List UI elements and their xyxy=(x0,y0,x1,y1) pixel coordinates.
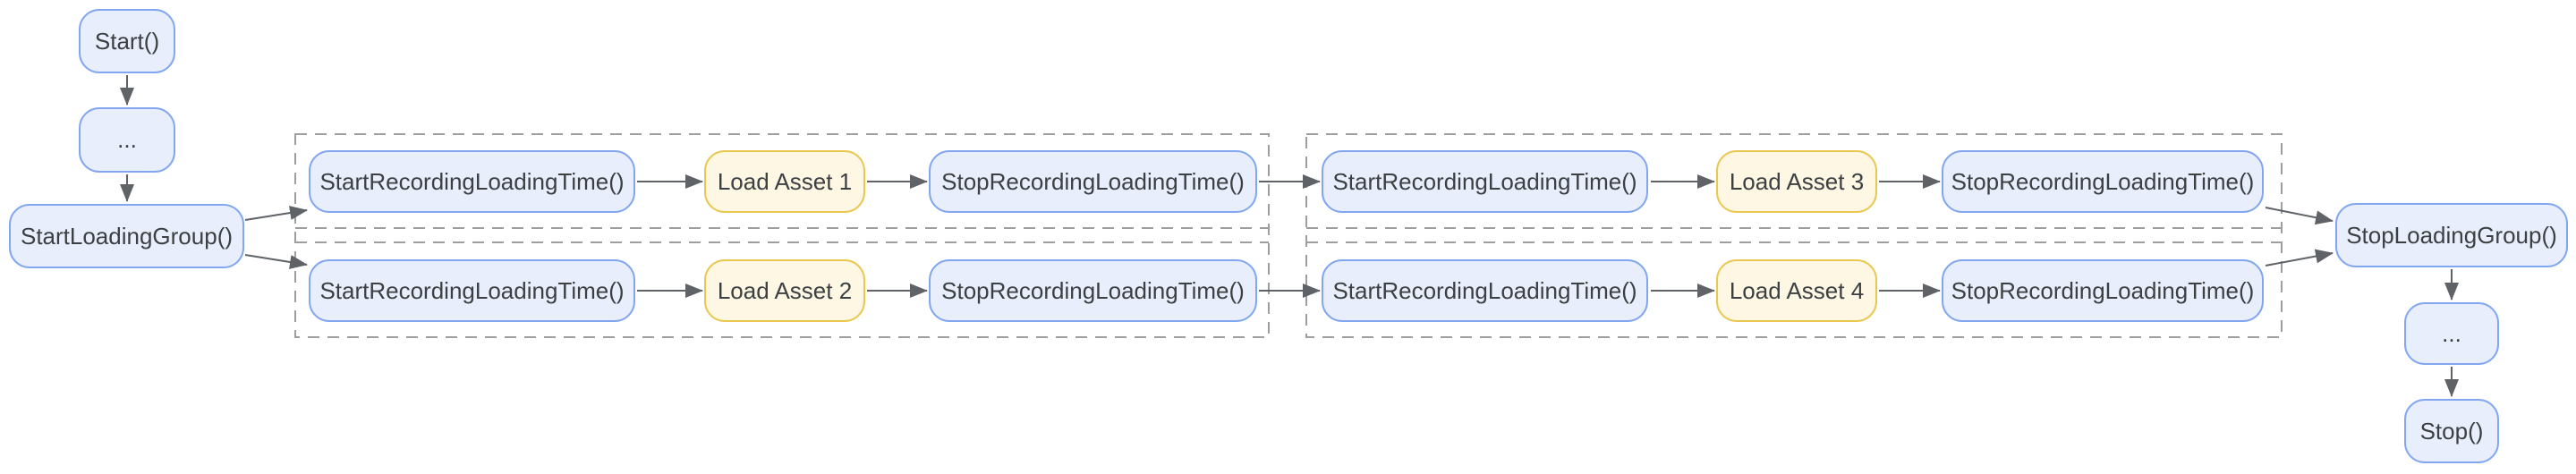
node-start-loading-group: StartLoadingGroup() xyxy=(9,204,244,268)
node-start-recording-g2-r1: StartRecordingLoadingTime() xyxy=(1322,150,1648,213)
node-stop: Stop() xyxy=(2404,399,2499,463)
node-ellipsis-top: ... xyxy=(79,107,175,173)
node-load-asset-3: Load Asset 3 xyxy=(1716,150,1877,213)
node-load-asset-2: Load Asset 2 xyxy=(704,259,865,322)
arrow-row2-to-stoploadinggroup xyxy=(2265,249,2334,267)
arrow-row1-to-stoploadinggroup xyxy=(2265,207,2334,225)
loading-group-1-border xyxy=(294,133,1270,338)
node-ellipsis-bottom: ... xyxy=(2404,302,2499,365)
loading-group-2-border xyxy=(1305,133,2283,338)
node-start: Start() xyxy=(79,9,175,73)
group-2-outline xyxy=(1305,133,2283,338)
node-load-asset-1: Load Asset 1 xyxy=(704,150,865,213)
node-start-recording-g2-r2: StartRecordingLoadingTime() xyxy=(1322,259,1648,322)
arrow-startloadinggroup-to-row1 xyxy=(244,206,308,221)
node-stop-recording-g2-r1: StopRecordingLoadingTime() xyxy=(1942,150,2264,213)
arrow-startloadinggroup-to-row2 xyxy=(244,254,308,269)
node-start-recording-g1-r2: StartRecordingLoadingTime() xyxy=(309,259,635,322)
node-load-asset-4: Load Asset 4 xyxy=(1716,259,1877,322)
node-stop-recording-g2-r2: StopRecordingLoadingTime() xyxy=(1942,259,2264,322)
group-1-outline xyxy=(294,133,1270,338)
node-stop-recording-g1-r2: StopRecordingLoadingTime() xyxy=(929,259,1257,322)
node-stop-recording-g1-r1: StopRecordingLoadingTime() xyxy=(929,150,1257,213)
flow-arrows xyxy=(120,75,2459,397)
node-start-recording-g1-r1: StartRecordingLoadingTime() xyxy=(309,150,635,213)
node-stop-loading-group: StopLoadingGroup() xyxy=(2335,203,2568,267)
